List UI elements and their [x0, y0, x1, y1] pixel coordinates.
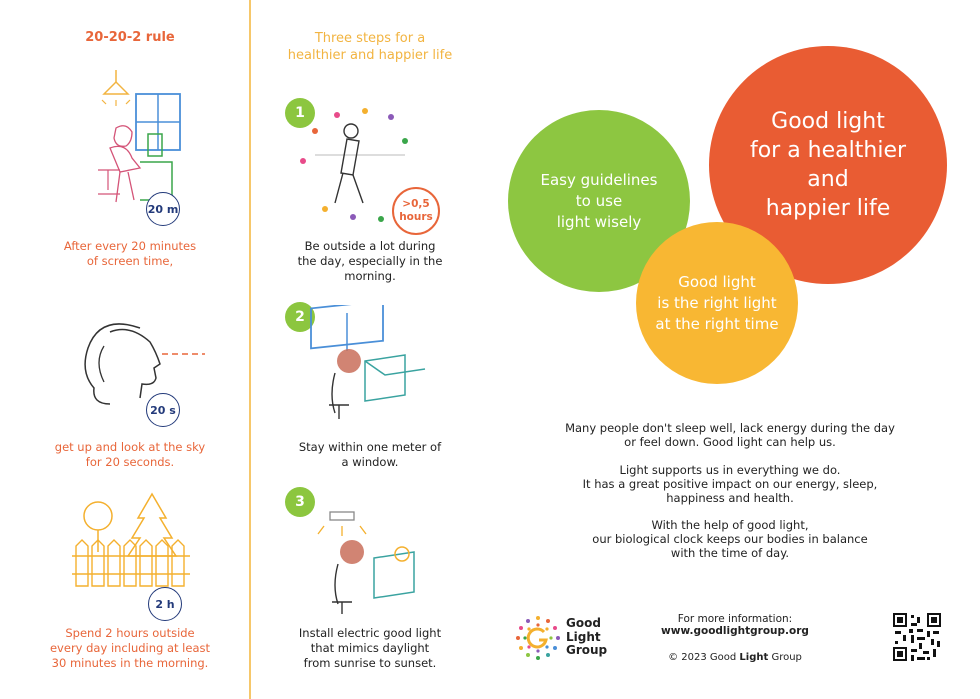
hours-badge-outside: >0,5 hours	[392, 187, 440, 235]
copyright-pre: © 2023 Good	[668, 652, 740, 663]
copyright: © 2023 Good Light Group	[655, 652, 815, 663]
hours-badge: 2 h	[148, 587, 182, 621]
look-at-sky-illustration	[70, 318, 210, 408]
step-3-caption: Install electric good light that mimics …	[298, 626, 442, 670]
outside-illustration	[295, 105, 445, 225]
headline-text: Good light for a healthier and happier l…	[749, 109, 907, 221]
step-3-number: 3	[285, 487, 315, 517]
left-divider	[249, 0, 251, 699]
more-info-label: For more information:	[677, 613, 793, 625]
step-1-caption: Be outside a lot during the day, especia…	[297, 239, 443, 283]
logo-text: Good Light Group	[566, 616, 608, 657]
info-paragraph-2: Light supports us in everything we do. I…	[582, 463, 878, 505]
electric-light-illustration	[310, 508, 440, 618]
window-desk-illustration	[305, 299, 445, 425]
rule-title: 20-20-2 rule	[85, 30, 175, 45]
steps-title: Three steps for a healthier and happier …	[287, 31, 453, 63]
step-2-caption: Stay within one meter of a window.	[298, 440, 442, 469]
rule-caption-hours: Spend 2 hours outside every day includin…	[49, 626, 210, 670]
rule-caption-minutes: After every 20 minutes of screen time,	[63, 239, 197, 268]
good-light-group-logo-mark	[514, 614, 562, 662]
website-link[interactable]: www.goodlightgroup.org	[661, 625, 809, 637]
copyright-bold: Light	[739, 652, 769, 663]
step-2-number: 2	[285, 302, 315, 332]
seconds-badge: 20 s	[146, 393, 180, 427]
green-circle-text: Easy guidelines to use light wisely	[540, 170, 658, 231]
minutes-badge: 20 m	[146, 192, 180, 226]
step-1-number: 1	[285, 98, 315, 128]
qr-code[interactable]	[893, 613, 941, 661]
yellow-circle: Good light is the right light at the rig…	[636, 222, 798, 384]
screen-time-illustration	[80, 70, 200, 220]
info-paragraph-3: With the help of good light, our biologi…	[592, 518, 868, 560]
yellow-circle-text: Good light is the right light at the rig…	[655, 272, 779, 333]
info-paragraph-1: Many people don't sleep well, lack energ…	[565, 421, 895, 449]
copyright-post: Group	[768, 652, 802, 663]
outdoors-illustration	[72, 490, 192, 590]
rule-caption-seconds: get up and look at the sky for 20 second…	[54, 440, 206, 469]
